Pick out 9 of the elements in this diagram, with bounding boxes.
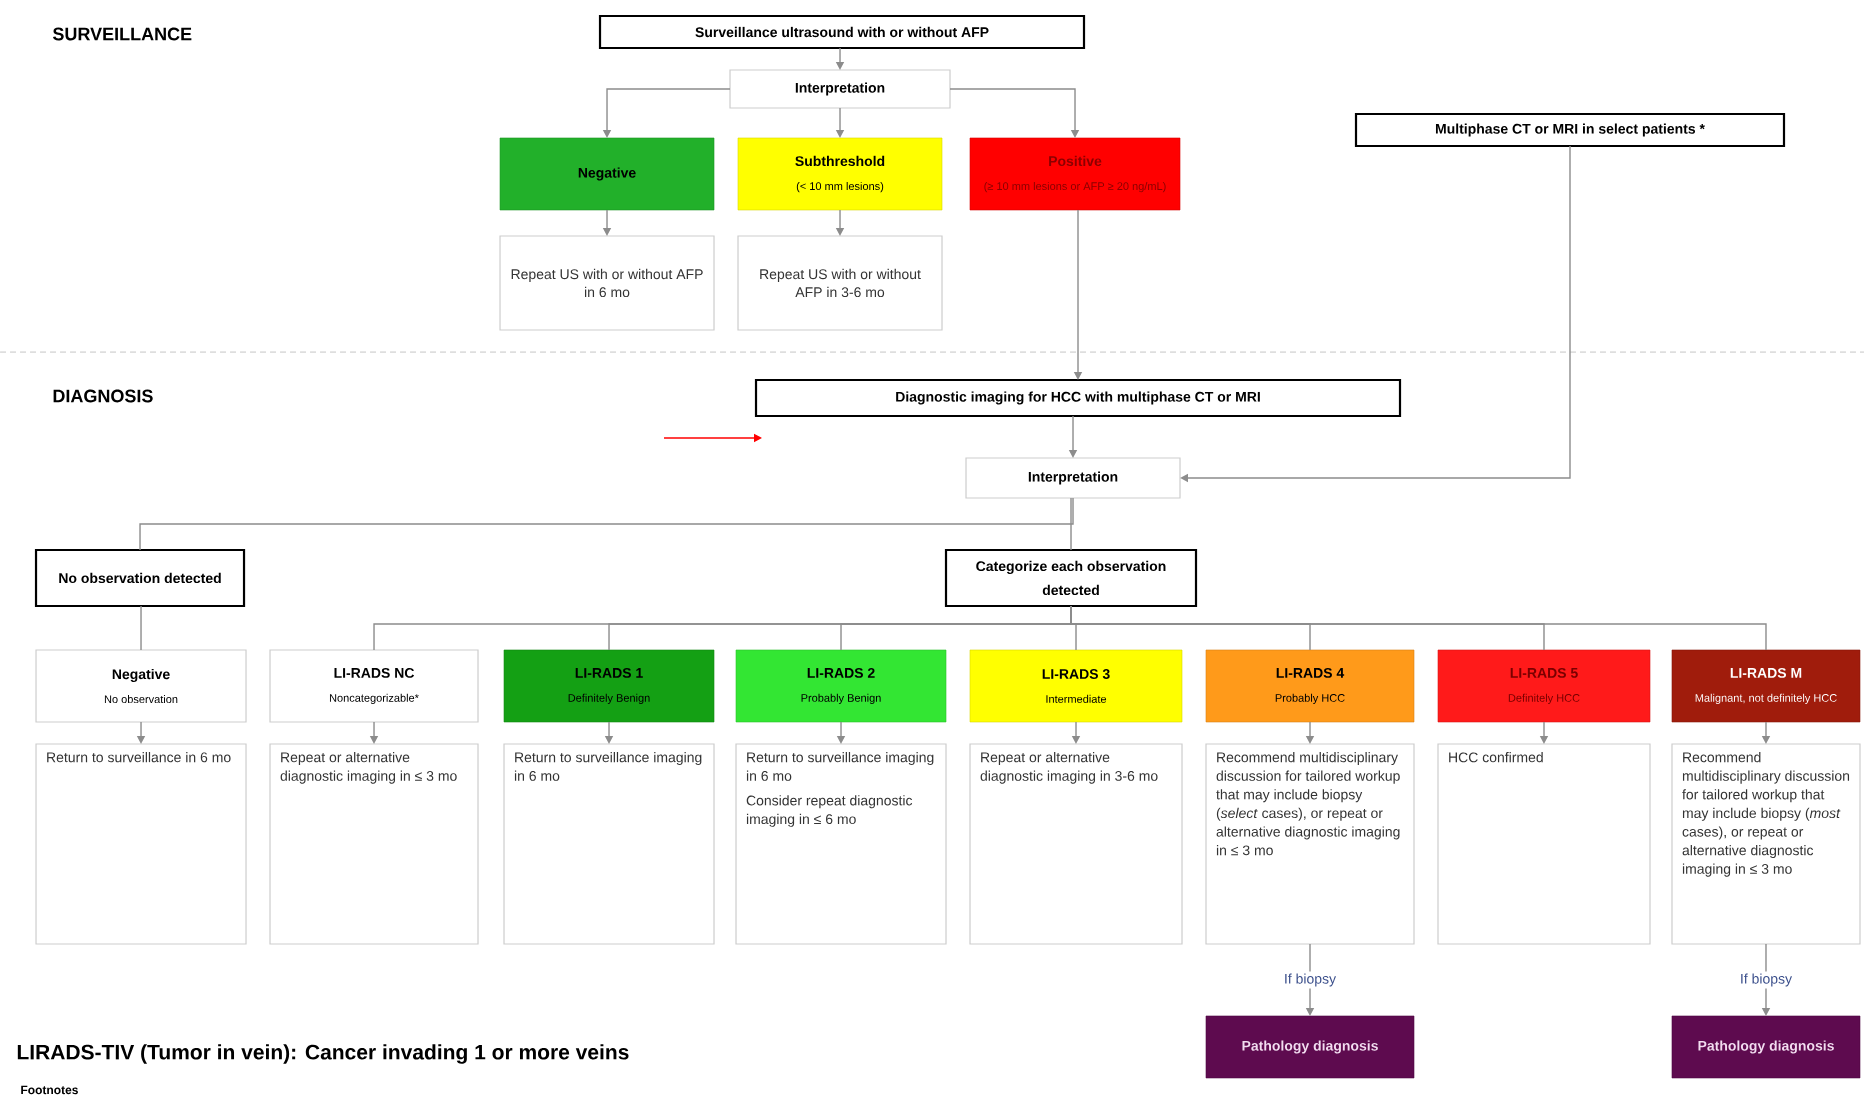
connector-line xyxy=(1070,497,1072,551)
section-heading: SURVEILLANCE xyxy=(52,27,192,41)
note-text: LIRADS-TIV (Tumor in vein): Cancer invading 1 or more veins xyxy=(17,1044,629,1064)
arrow xyxy=(1180,145,1571,483)
connector-line xyxy=(1070,605,1767,651)
section-heading: DIAGNOSIS xyxy=(53,389,153,403)
connector-line xyxy=(140,605,142,651)
arrow xyxy=(949,88,1080,138)
connector-line xyxy=(139,497,1074,551)
